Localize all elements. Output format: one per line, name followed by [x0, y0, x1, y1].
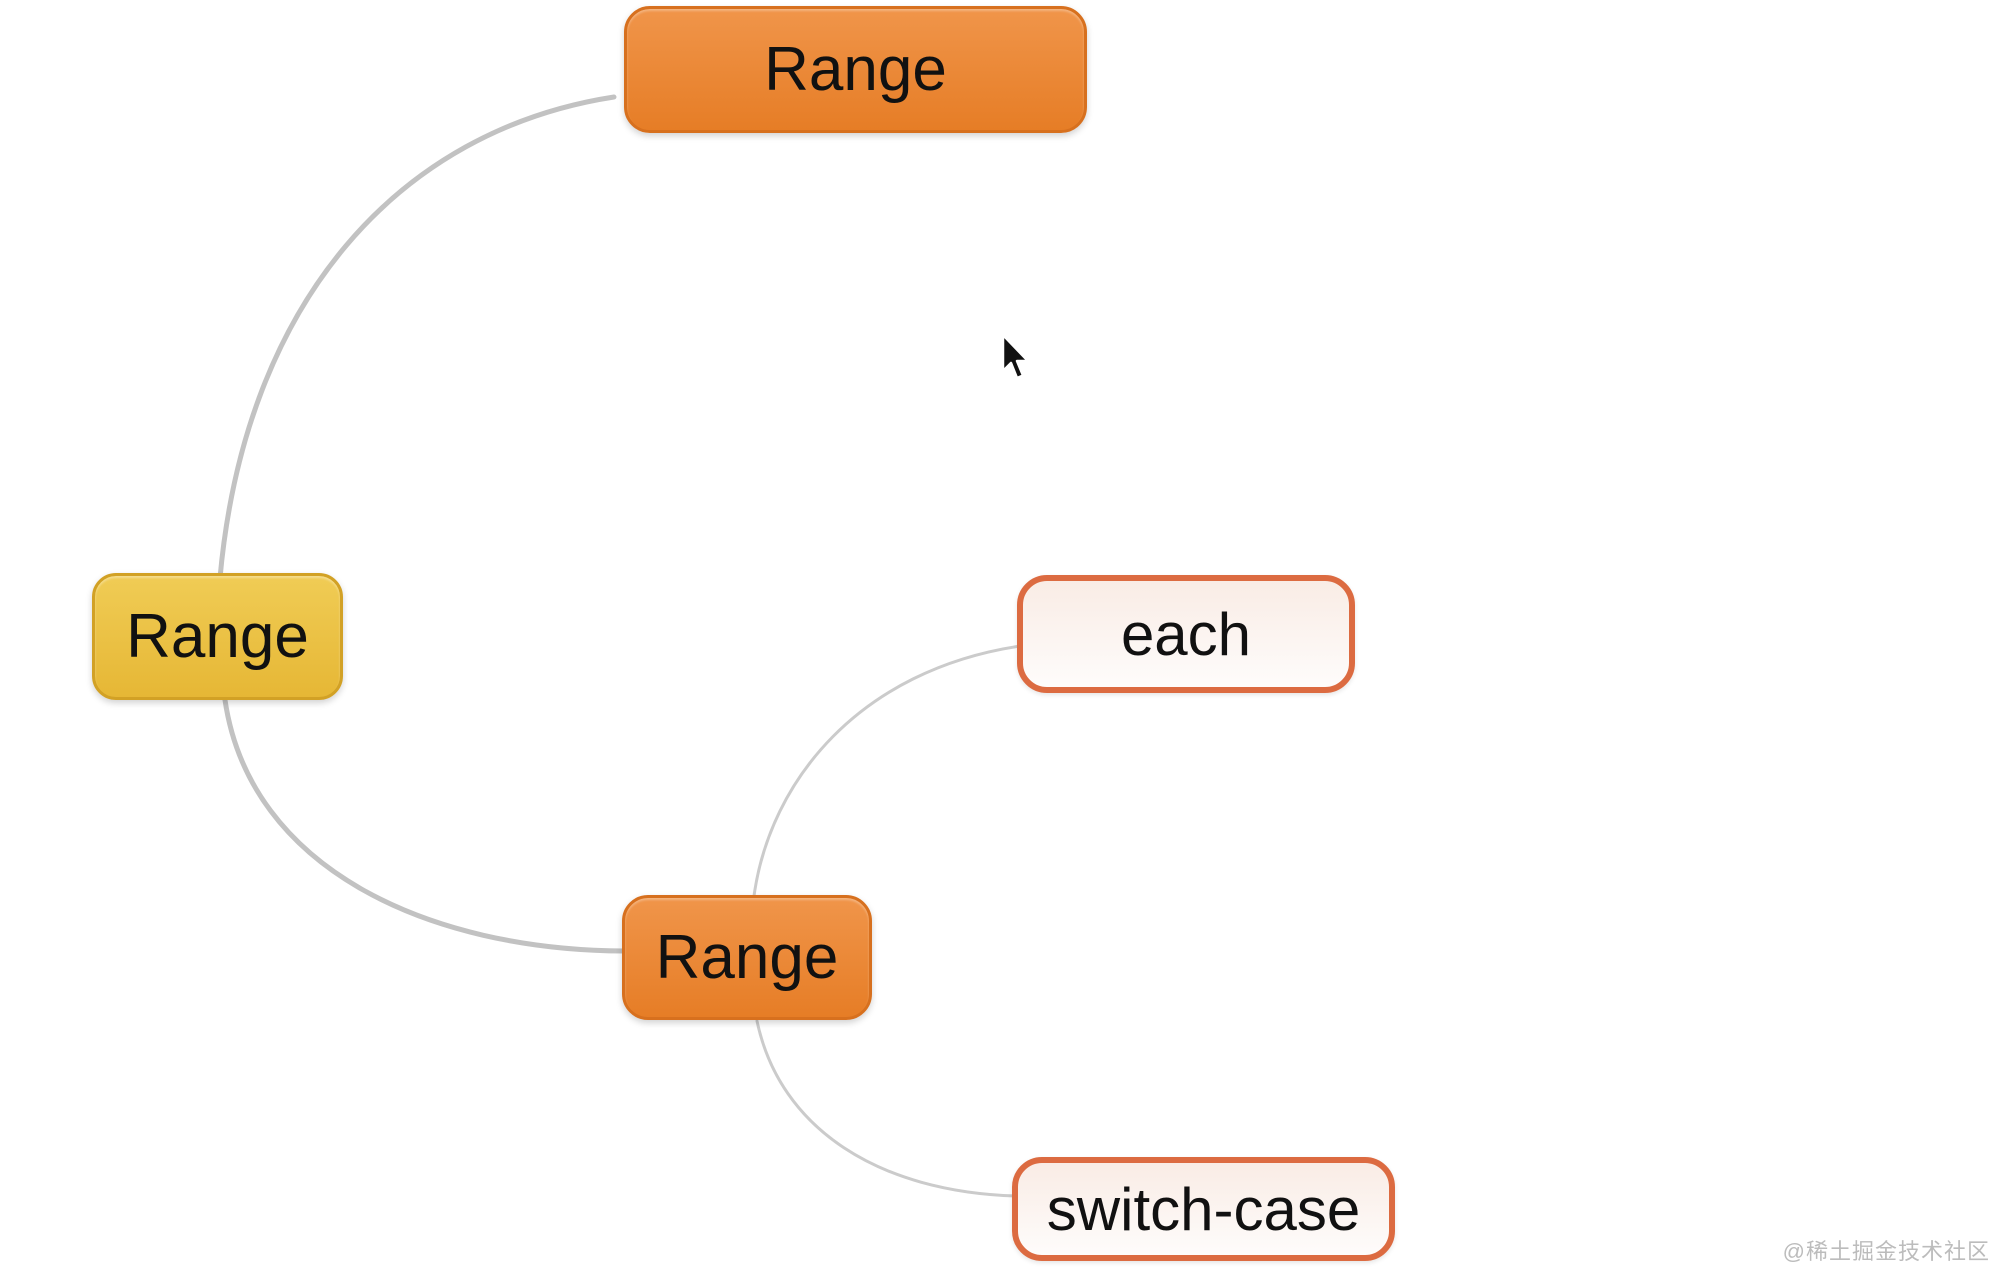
- node-range-top[interactable]: Range: [624, 6, 1087, 133]
- node-range-root-label: Range: [126, 602, 309, 671]
- edge-root-to-top: [217, 94, 617, 581]
- watermark-text: @稀土掘金技术社区: [1782, 1239, 1990, 1264]
- edge-mid-to-each: [752, 644, 1022, 898]
- edge-root-to-mid: [222, 697, 627, 954]
- node-range-top-label: Range: [764, 35, 947, 104]
- node-switch-case-label: switch-case: [1046, 1175, 1361, 1243]
- edge-mid-to-switch: [755, 1019, 1018, 1198]
- node-range-mid-label: Range: [655, 923, 839, 992]
- node-each-label: each: [1120, 600, 1252, 668]
- node-each[interactable]: each: [1017, 575, 1355, 693]
- node-switch-case[interactable]: switch-case: [1012, 1157, 1395, 1261]
- mouse-cursor-icon: [1001, 333, 1030, 380]
- node-range-mid[interactable]: Range: [622, 895, 872, 1020]
- node-range-root[interactable]: Range: [92, 573, 343, 700]
